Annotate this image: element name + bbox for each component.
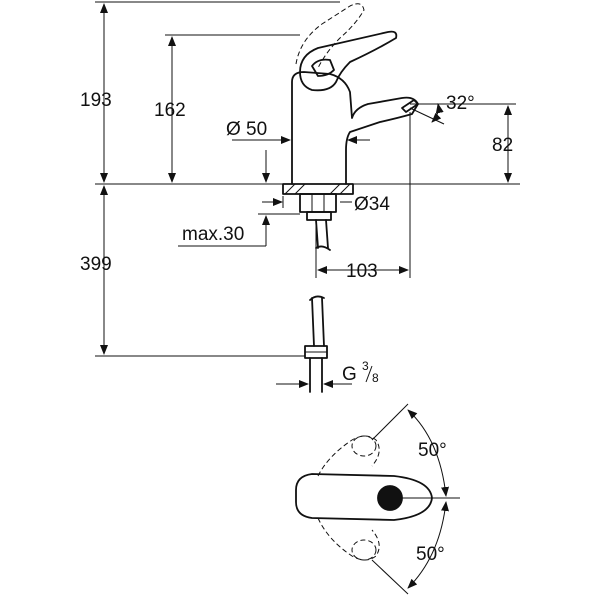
label-outlet-height: 82 (492, 135, 513, 156)
hose-lower (311, 297, 325, 347)
angle-32-arc (431, 103, 444, 123)
lever-raised-ghost (295, 3, 365, 69)
label-spout-height: 162 (154, 100, 186, 121)
rotation-arc-down (407, 501, 449, 589)
label-hose-length: 399 (80, 254, 112, 275)
lever-top-main (295, 473, 433, 521)
label-lever-angle-bottom: 50° (416, 544, 445, 565)
label-spout-angle: 32° (446, 93, 475, 114)
rotation-arc-up (407, 409, 450, 497)
label-thread-denominator: 8 (372, 371, 379, 385)
mount-stud (306, 211, 332, 221)
hose-upper (315, 219, 329, 249)
faucet-side-view (95, 3, 520, 393)
rotation-ray-down (371, 559, 409, 595)
lever-top-ghost-down-cap (351, 539, 377, 561)
angle-32-ray (409, 107, 445, 125)
lever-top-hub (377, 485, 403, 511)
lever-top-ghost-up-cap (351, 435, 377, 457)
lever-top-ghost-down (317, 517, 380, 561)
thread-fraction-slash (365, 365, 373, 383)
faucet-body (291, 71, 419, 185)
hose-lower-break (309, 295, 325, 301)
rotation-ray-up (371, 403, 409, 441)
faucet-lever (299, 30, 398, 92)
label-lever-angle-top: 50° (418, 440, 447, 461)
label-hole-diameter: Ø34 (354, 194, 390, 215)
lever-top-ghost-up (317, 435, 380, 477)
label-thread-numerator: 3 (362, 359, 369, 373)
lever-top-view: 50° 50° (295, 403, 460, 595)
mount-nut (299, 193, 337, 213)
label-total-height: 193 (80, 90, 112, 111)
label-body-diameter: Ø 50 (226, 119, 267, 140)
mount-hatch (284, 183, 351, 195)
lever-detail (311, 58, 335, 77)
dimension-lines: 193 162 Ø 50 82 32° 103 Ø34 ma (80, 1, 516, 388)
hose-upper-break (315, 245, 331, 251)
label-reach: 103 (346, 261, 378, 282)
label-max-thickness: max.30 (182, 224, 244, 245)
label-thread-g: G (342, 364, 357, 385)
